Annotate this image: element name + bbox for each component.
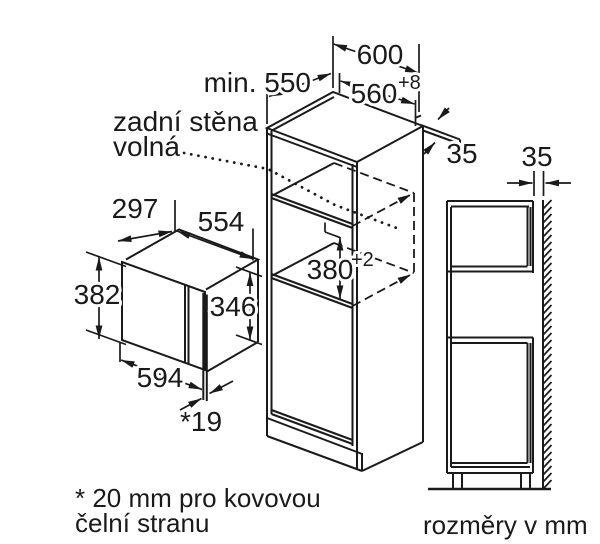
footnote-line2: čelní stranu	[75, 508, 209, 538]
footnote-line1: * 20 mm pro kovovou	[75, 483, 321, 513]
dim-arrow-554	[176, 230, 254, 260]
cabinet-side-view	[428, 199, 553, 491]
dim-arrow-19-a	[179, 397, 202, 411]
dim-label-600: 600	[357, 39, 404, 70]
dim-arrow-594	[120, 359, 203, 391]
cabinet-shelves	[271, 162, 353, 309]
niche-rear-dashed-outline	[333, 162, 415, 274]
note-rear-wall-line2: volná	[113, 131, 180, 162]
dim-arrow-19-b	[209, 380, 234, 395]
dim-arrow-min-550	[268, 72, 332, 98]
dim-label-554: 554	[198, 206, 245, 237]
niche-depth-dashed-arrow-top	[352, 193, 412, 227]
dim-label-297: 297	[112, 193, 159, 224]
rear-wall-leader-dotted	[182, 151, 404, 232]
cabinet-isometric	[182, 90, 461, 472]
dim-label-35-top: 35	[446, 138, 477, 169]
dim-label-19: *19	[180, 406, 222, 437]
dim-label-594: 594	[137, 362, 184, 393]
units-note: rozměry v mm	[423, 510, 588, 540]
dim-arrow-560	[340, 80, 415, 105]
dim-label-560: 560	[351, 78, 398, 109]
dim-label-346: 346	[210, 291, 257, 322]
dim-arrow-297	[117, 230, 173, 243]
dimension-graphics	[85, 36, 571, 411]
dim-arrow-600	[333, 43, 419, 74]
dim-label-560-tolerance: +8	[398, 72, 421, 94]
dim-arrow-35-top-a	[437, 107, 450, 121]
dim-label-min-550: min. 550	[204, 67, 311, 98]
note-rear-wall-line1: zadní stěna	[113, 106, 258, 137]
dim-label-wall-gap-35: 35	[521, 141, 552, 172]
side-view-lines	[446, 200, 534, 488]
dim-label-382: 382	[74, 279, 121, 310]
niche-depth-dashed-arrow-bottom	[352, 273, 412, 307]
labels: zadní stěna volná min. 550 600 560 +8 35…	[71, 36, 591, 543]
top-panel-edge-35	[414, 114, 461, 145]
dim-label-380-tolerance: +2	[351, 249, 374, 271]
wall-hatching	[542, 199, 553, 490]
dim-arrow-35-top-b	[423, 141, 436, 155]
dim-label-380: 380	[307, 254, 354, 285]
